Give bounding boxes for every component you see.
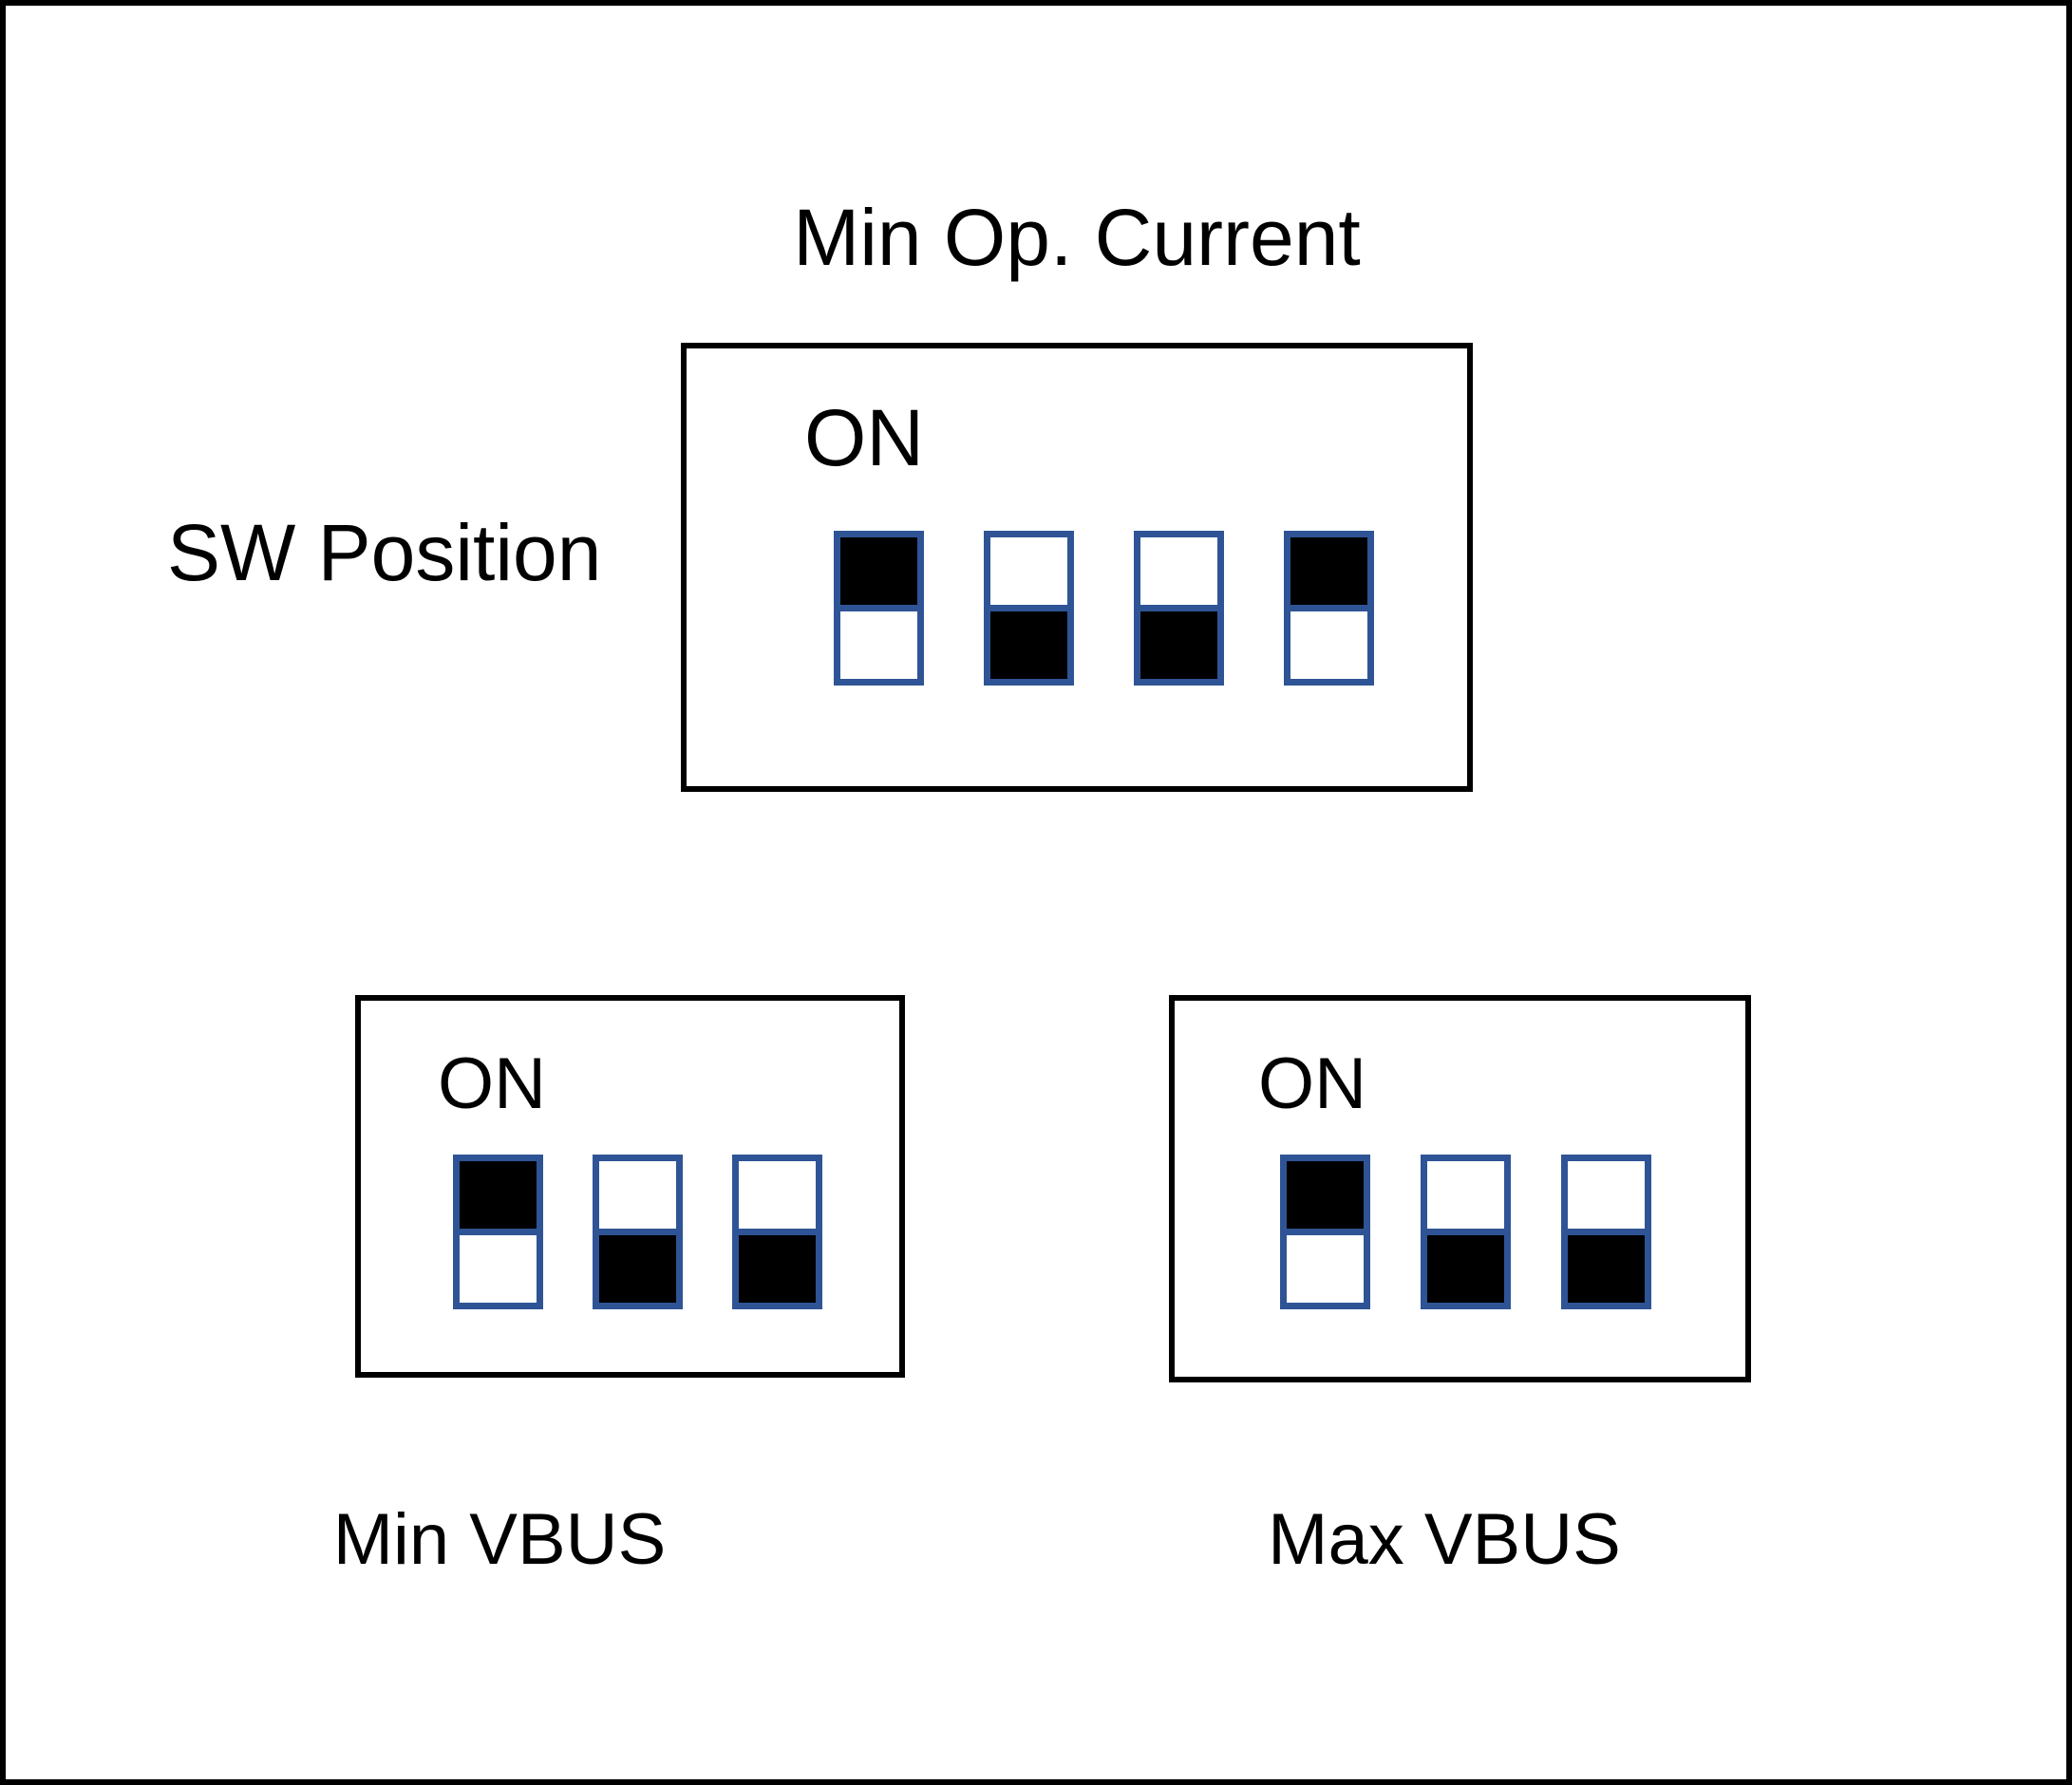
dip-switch-2-off — [1421, 1155, 1511, 1309]
dip-top-cell — [990, 537, 1067, 611]
dip-bottom-cell — [1287, 1235, 1364, 1303]
dip-bottom-cell — [460, 1235, 537, 1303]
dip-bottom-cell — [1568, 1235, 1645, 1303]
dip-top-cell — [1287, 1161, 1364, 1235]
dip-bottom-cell — [990, 611, 1067, 679]
dip-box-max-vbus: ON — [1169, 995, 1751, 1382]
dip-switch-2-off — [984, 531, 1074, 686]
switch-row-min-vbus — [453, 1155, 822, 1309]
dip-switch-1-on — [453, 1155, 543, 1309]
dip-switch-1-on — [834, 531, 924, 686]
on-label: ON — [438, 1043, 546, 1124]
sw-position-label: SW Position — [167, 508, 602, 597]
dip-top-cell — [1290, 537, 1367, 611]
dip-top-cell — [460, 1161, 537, 1235]
switch-row-max-vbus — [1280, 1155, 1651, 1309]
dip-bottom-cell — [599, 1235, 676, 1303]
dip-top-cell — [840, 537, 917, 611]
on-label: ON — [804, 393, 924, 482]
dip-bottom-cell — [739, 1235, 816, 1303]
dip-box-min-op-current: ON — [681, 343, 1473, 792]
dip-switch-1-on — [1280, 1155, 1370, 1309]
dip-switch-2-off — [593, 1155, 683, 1309]
dip-switch-3-off — [732, 1155, 822, 1309]
dip-top-cell — [1568, 1161, 1645, 1235]
on-label: ON — [1258, 1043, 1366, 1124]
dip-switch-3-off — [1134, 531, 1224, 686]
dip-bottom-cell — [1427, 1235, 1504, 1303]
switch-row-min-op-current — [834, 531, 1374, 686]
dip-box-min-vbus: ON — [355, 995, 905, 1378]
dip-top-cell — [739, 1161, 816, 1235]
group-title-min-op-current: Min Op. Current — [793, 193, 1361, 282]
dip-top-cell — [1140, 537, 1217, 611]
dip-bottom-cell — [1140, 611, 1217, 679]
dip-switch-4-on — [1284, 531, 1374, 686]
dip-top-cell — [599, 1161, 676, 1235]
caption-min-vbus: Min VBUS — [332, 1499, 667, 1580]
dip-bottom-cell — [840, 611, 917, 679]
dip-switch-3-off — [1561, 1155, 1651, 1309]
dip-top-cell — [1427, 1161, 1504, 1235]
caption-max-vbus: Max VBUS — [1268, 1499, 1621, 1580]
dip-bottom-cell — [1290, 611, 1367, 679]
